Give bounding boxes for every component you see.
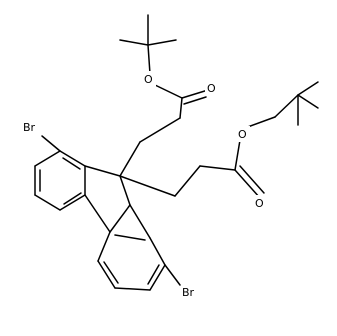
oxygen-label: O <box>207 82 216 95</box>
bond <box>234 139 241 171</box>
bromine-label: Br <box>182 286 195 299</box>
bond <box>119 175 131 206</box>
bond <box>97 260 116 289</box>
oxygen-label: O <box>238 128 247 141</box>
bond <box>274 94 299 118</box>
bond <box>97 231 111 262</box>
bond <box>59 194 86 211</box>
atom-labels: Br Br O O O O <box>22 71 267 300</box>
label-background <box>236 126 250 142</box>
bond <box>297 81 319 96</box>
bond <box>119 39 149 46</box>
double-bond-inner <box>147 264 160 285</box>
bond <box>114 287 151 291</box>
double-bond-inner <box>63 192 82 205</box>
bromine-label: Br <box>23 121 36 134</box>
oxygen-label: O <box>144 73 153 86</box>
label-background <box>205 80 219 96</box>
bond <box>34 150 61 167</box>
bond <box>84 165 121 177</box>
bond-lines <box>34 14 319 291</box>
bond <box>59 150 86 167</box>
bond <box>34 194 61 211</box>
double-bond-inner <box>183 96 207 105</box>
bond <box>119 141 141 177</box>
bond <box>149 237 166 266</box>
bond <box>234 169 261 199</box>
bond <box>84 194 111 233</box>
bond <box>139 117 181 143</box>
bond <box>109 204 131 233</box>
bond <box>164 264 181 286</box>
bond <box>41 135 61 152</box>
label-background <box>142 71 156 87</box>
bond <box>147 39 177 46</box>
double-bond-inner <box>239 165 265 194</box>
bond <box>174 165 201 197</box>
bond <box>181 89 209 99</box>
label-background <box>181 284 205 300</box>
bond <box>129 204 151 239</box>
bond <box>149 264 166 291</box>
double-bond-inner <box>62 157 81 170</box>
bond <box>199 165 236 171</box>
bond <box>179 97 183 119</box>
double-bond-inner <box>103 261 119 284</box>
oxygen-label: O <box>255 197 264 210</box>
double-bond-inner <box>114 234 146 241</box>
label-background <box>22 119 46 135</box>
bond <box>119 175 176 197</box>
bond <box>297 94 319 109</box>
label-background <box>253 195 267 211</box>
bond <box>154 84 183 99</box>
bond <box>147 44 151 75</box>
